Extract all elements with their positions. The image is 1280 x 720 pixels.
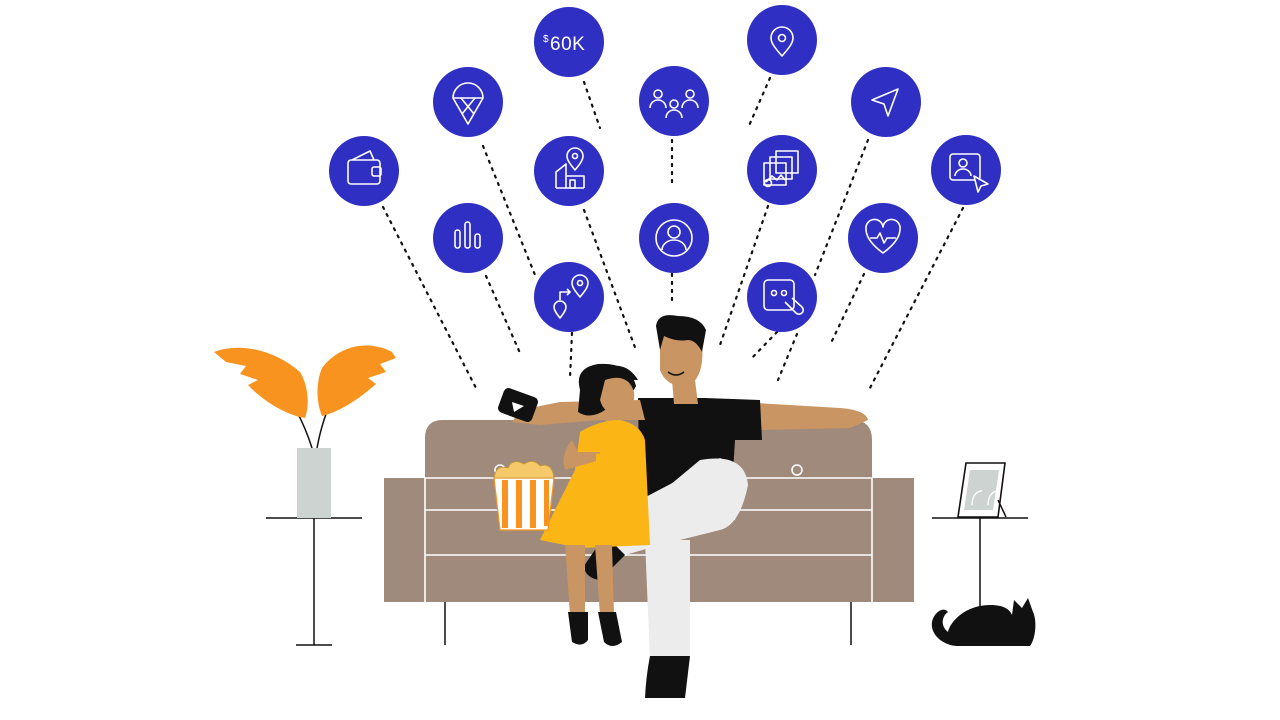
bar-chart-icon <box>454 221 481 249</box>
income-currency: $ <box>543 34 549 45</box>
home-location-icon <box>555 147 585 189</box>
photos-icon <box>763 150 799 188</box>
bubble-health <box>848 203 918 273</box>
icon-bubbles: $ 60K <box>329 5 1001 332</box>
bubble-photos <box>747 135 817 205</box>
income-value: 60K <box>550 34 585 55</box>
health-heart-icon <box>865 218 901 254</box>
picture-frame <box>957 462 1007 518</box>
bubble-navigation <box>851 67 921 137</box>
right-side-table <box>932 462 1028 610</box>
bubble-home-location <box>534 136 604 206</box>
bubble-bar-chart <box>433 203 503 273</box>
popcorn-bucket <box>493 461 555 531</box>
ice-cream-icon <box>452 82 484 125</box>
plant <box>214 345 396 449</box>
wallet-icon <box>347 150 382 185</box>
user-profile-icon <box>655 219 693 257</box>
bubble-group <box>639 66 709 136</box>
bubble-touch <box>747 262 817 332</box>
bubble-location-pin <box>747 5 817 75</box>
touch-interaction-icon <box>763 279 805 316</box>
navigation-arrow-icon <box>871 88 899 117</box>
bubble-ice-cream <box>433 67 503 137</box>
plant-side-table <box>214 345 396 646</box>
connector-lines <box>381 76 965 392</box>
bubble-screen-click <box>931 135 1001 205</box>
daughter <box>540 363 650 646</box>
bubble-income: $ 60K <box>534 7 604 77</box>
bubble-route <box>534 262 604 332</box>
group-icon <box>649 89 699 119</box>
route-icon <box>553 274 589 319</box>
vase <box>297 448 331 518</box>
bubble-wallet <box>329 136 399 206</box>
phone <box>498 388 538 422</box>
cat <box>931 598 1036 646</box>
location-pin-icon <box>770 26 794 57</box>
screen-click-icon <box>949 153 989 193</box>
bubble-user-profile <box>639 203 709 273</box>
